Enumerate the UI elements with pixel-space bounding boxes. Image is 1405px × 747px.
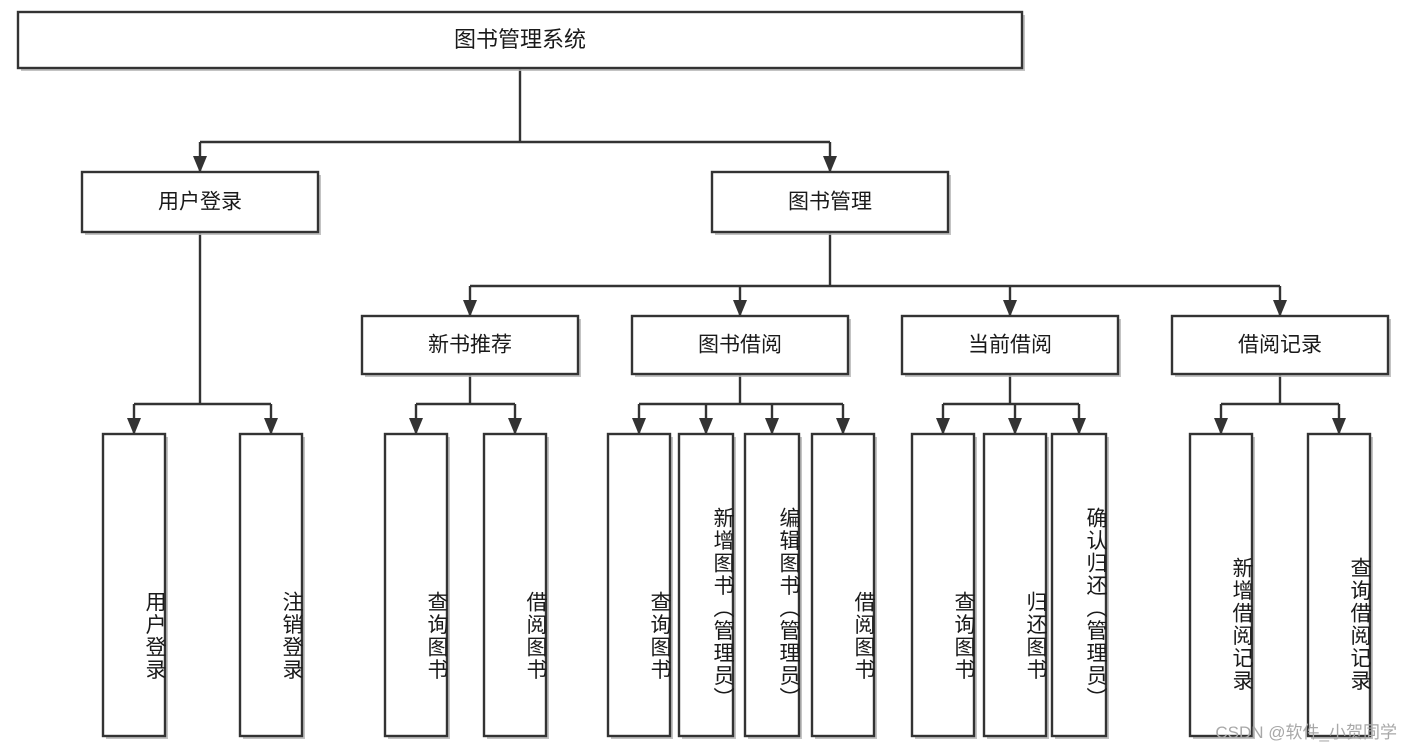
node-leaf-query-book-rec[interactable] bbox=[383, 432, 450, 739]
node-box-leaf-borrow-book-rec bbox=[482, 432, 548, 738]
arrow-head bbox=[632, 418, 646, 435]
node-borrow-record[interactable]: 借阅记录 bbox=[1170, 314, 1391, 377]
node-leaf-edit-book[interactable] bbox=[743, 432, 802, 739]
node-box-leaf-return-book bbox=[982, 432, 1048, 738]
node-leaf-borrow-book-rec[interactable] bbox=[482, 432, 549, 739]
node-leaf-query-book-bor[interactable] bbox=[606, 432, 673, 739]
arrow-head bbox=[1273, 300, 1287, 317]
node-leaf-borrow-book-bor[interactable] bbox=[810, 432, 877, 739]
node-root[interactable]: 图书管理系统 bbox=[16, 10, 1025, 71]
node-box-current-borrow bbox=[900, 314, 1120, 376]
node-label-user-login: 用户登录 bbox=[158, 191, 242, 214]
node-label-book-borrow: 图书借阅 bbox=[698, 334, 782, 357]
node-box-leaf-query-book-bor bbox=[606, 432, 672, 738]
arrow-head bbox=[1072, 418, 1086, 435]
node-box-leaf-user-login bbox=[101, 432, 167, 738]
node-box-leaf-edit-book bbox=[743, 432, 801, 738]
node-leaf-query-book-cur[interactable] bbox=[910, 432, 977, 739]
node-box-borrow-record bbox=[1170, 314, 1390, 376]
arrow-head bbox=[127, 418, 141, 435]
node-current-borrow[interactable]: 当前借阅 bbox=[900, 314, 1121, 377]
node-box-leaf-user-logout bbox=[238, 432, 304, 738]
node-label-borrow-record: 借阅记录 bbox=[1238, 334, 1322, 357]
node-book-borrow[interactable]: 图书借阅 bbox=[630, 314, 851, 377]
node-label-book-manage: 图书管理 bbox=[788, 191, 872, 214]
arrow-head bbox=[409, 418, 423, 435]
arrow-head bbox=[836, 418, 850, 435]
csdn-watermark: CSDN @软件_小贺同学 bbox=[1215, 723, 1397, 742]
node-box-new-book-rec bbox=[360, 314, 580, 376]
node-box-leaf-query-book-cur bbox=[910, 432, 976, 738]
node-leaf-user-logout[interactable] bbox=[238, 432, 305, 739]
node-box-book-borrow bbox=[630, 314, 850, 376]
arrow-head bbox=[508, 418, 522, 435]
node-box-leaf-confirm-return bbox=[1050, 432, 1108, 738]
arrow-head bbox=[264, 418, 278, 435]
arrow-head bbox=[1332, 418, 1346, 435]
node-new-book-rec[interactable]: 新书推荐 bbox=[360, 314, 581, 377]
node-user-login[interactable]: 用户登录 bbox=[80, 170, 321, 235]
node-box-leaf-query-record bbox=[1306, 432, 1372, 738]
node-box-book-manage bbox=[710, 170, 950, 234]
arrow-head bbox=[1003, 300, 1017, 317]
edges-layer bbox=[127, 68, 1346, 435]
arrow-head bbox=[765, 418, 779, 435]
arrow-head bbox=[1214, 418, 1228, 435]
node-label-root: 图书管理系统 bbox=[454, 27, 586, 52]
node-leaf-add-book[interactable] bbox=[677, 432, 736, 739]
node-box-leaf-borrow-book-bor bbox=[810, 432, 876, 738]
node-leaf-user-login[interactable] bbox=[101, 432, 168, 739]
arrow-head bbox=[1008, 418, 1022, 435]
node-box-user-login bbox=[80, 170, 320, 234]
node-leaf-confirm-return[interactable] bbox=[1050, 432, 1109, 739]
arrow-head bbox=[193, 156, 207, 173]
arrow-head bbox=[699, 418, 713, 435]
node-book-manage[interactable]: 图书管理 bbox=[710, 170, 951, 235]
node-box-leaf-add-record bbox=[1188, 432, 1254, 738]
node-box-leaf-query-book-rec bbox=[383, 432, 449, 738]
node-leaf-return-book[interactable] bbox=[982, 432, 1049, 739]
node-box-root bbox=[16, 10, 1024, 70]
node-leaf-query-record[interactable] bbox=[1306, 432, 1373, 739]
arrow-head bbox=[463, 300, 477, 317]
node-label-current-borrow: 当前借阅 bbox=[968, 334, 1052, 357]
node-label-new-book-rec: 新书推荐 bbox=[428, 334, 512, 357]
arrow-head bbox=[733, 300, 747, 317]
arrow-head bbox=[936, 418, 950, 435]
node-leaf-add-record[interactable] bbox=[1188, 432, 1255, 739]
arrow-head bbox=[823, 156, 837, 173]
node-box-leaf-add-book bbox=[677, 432, 735, 738]
